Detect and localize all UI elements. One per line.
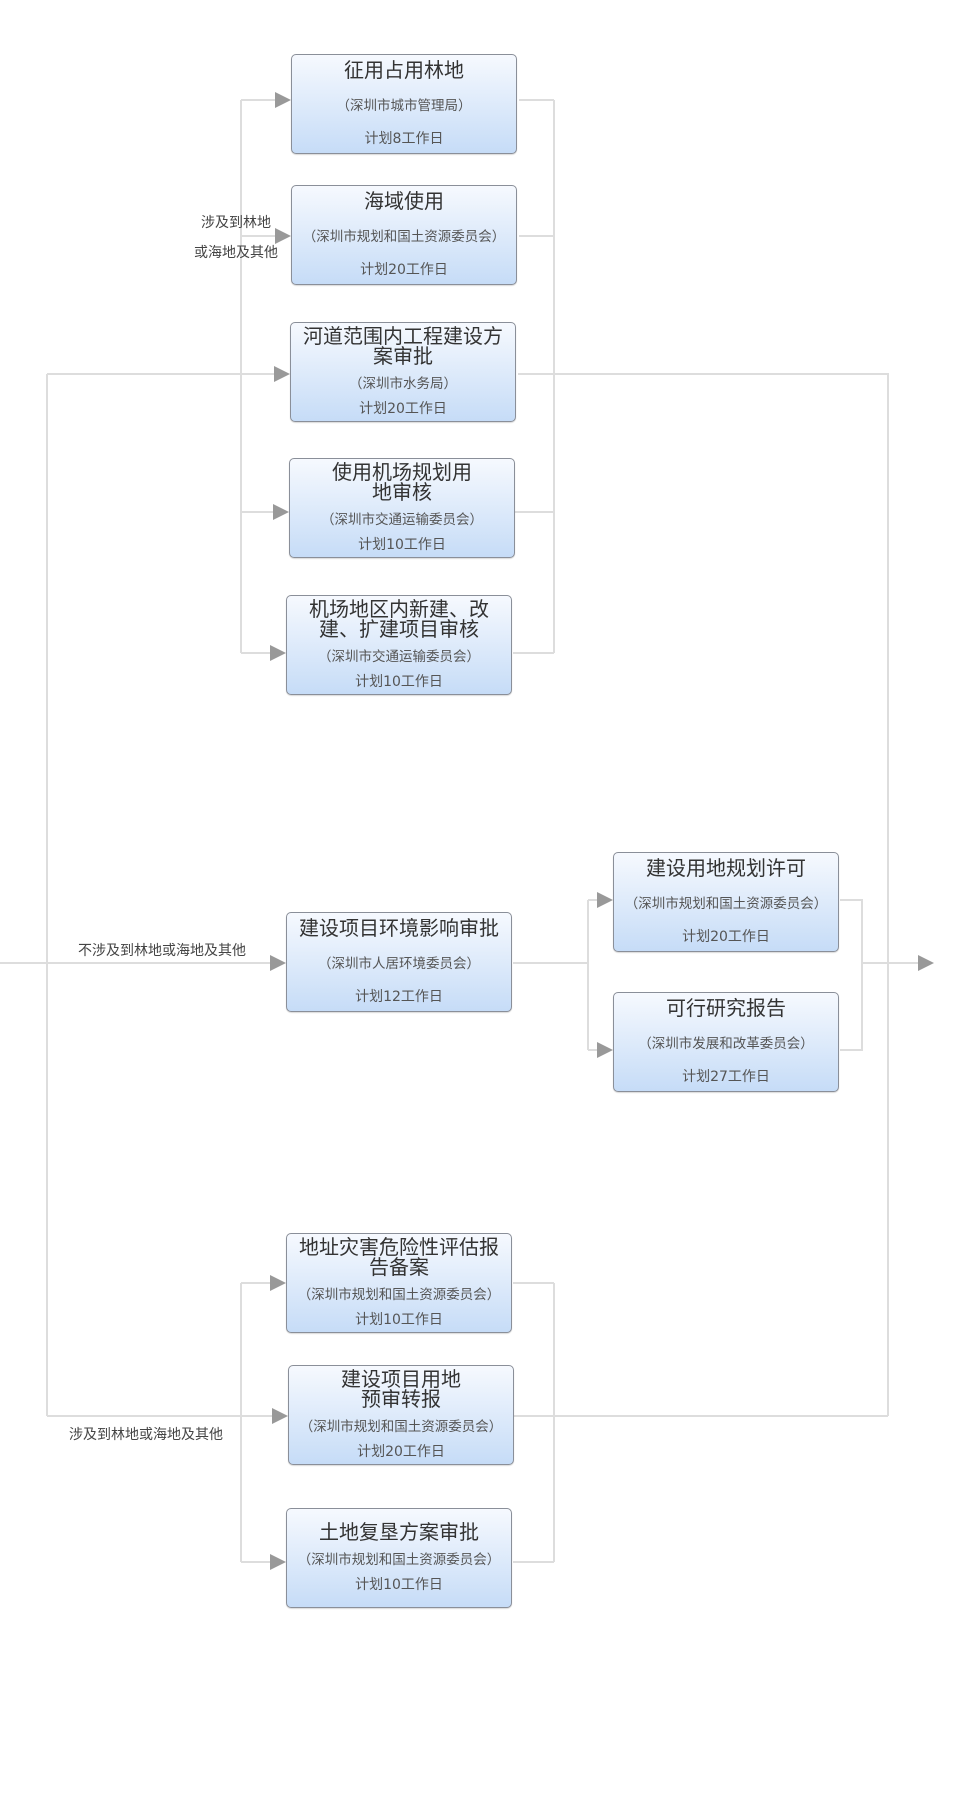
node-title: 建设项目环境影响审批	[299, 916, 499, 940]
node-land-pre-review[interactable]: 建设项目用地预审转报 （深圳市规划和国土资源委员会） 计划20工作日	[288, 1365, 514, 1465]
node-org: （深圳市规划和国土资源委员会）	[299, 1419, 503, 1435]
node-title: 海域使用	[364, 189, 444, 213]
node-days: 计划20工作日	[360, 262, 448, 278]
node-days: 计划20工作日	[359, 401, 447, 417]
node-environment-approval[interactable]: 建设项目环境影响审批 （深圳市人居环境委员会） 计划12工作日	[286, 912, 512, 1012]
node-title: 征用占用林地	[344, 58, 464, 82]
node-sea-use[interactable]: 海域使用 （深圳市规划和国土资源委员会） 计划20工作日	[291, 185, 517, 285]
node-days: 计划20工作日	[357, 1444, 445, 1460]
node-title: 土地复垦方案审批	[319, 1520, 479, 1544]
node-title: 可行研究报告	[666, 996, 786, 1020]
node-title: 建设项目用地预审转报	[341, 1367, 461, 1411]
node-title: 建设用地规划许可	[646, 856, 806, 880]
node-days: 计划20工作日	[682, 929, 770, 945]
branch-label-middle: 不涉及到林地或海地及其他	[78, 943, 246, 959]
node-days: 计划27工作日	[682, 1069, 770, 1085]
node-forest-land[interactable]: 征用占用林地 （深圳市城市管理局） 计划8工作日	[291, 54, 517, 154]
node-org: （深圳市城市管理局）	[336, 98, 472, 114]
node-land-reclamation[interactable]: 土地复垦方案审批 （深圳市规划和国土资源委员会） 计划10工作日	[286, 1508, 512, 1608]
node-days: 计划10工作日	[355, 1577, 443, 1593]
node-days: 计划12工作日	[355, 989, 443, 1005]
node-land-planning-permit[interactable]: 建设用地规划许可 （深圳市规划和国土资源委员会） 计划20工作日	[613, 852, 839, 952]
node-org: （深圳市发展和改革委员会）	[638, 1036, 814, 1052]
node-feasibility-report[interactable]: 可行研究报告 （深圳市发展和改革委员会） 计划27工作日	[613, 992, 839, 1092]
node-org: （深圳市规划和国土资源委员会）	[297, 1552, 501, 1568]
node-days: 计划10工作日	[355, 674, 443, 690]
node-org: （深圳市规划和国土资源委员会）	[302, 229, 506, 245]
node-days: 计划10工作日	[358, 537, 446, 553]
node-org: （深圳市规划和国土资源委员会）	[624, 896, 828, 912]
node-org: （深圳市人居环境委员会）	[318, 956, 480, 972]
node-river-approval[interactable]: 河道范围内工程建设方案审批 （深圳市水务局） 计划20工作日	[290, 322, 516, 422]
node-org: （深圳市交通运输委员会）	[321, 512, 483, 528]
branch-label-bottom: 涉及到林地或海地及其他	[69, 1427, 223, 1443]
node-title: 使用机场规划用地审核	[332, 460, 472, 504]
node-days: 计划8工作日	[364, 131, 444, 147]
node-org: （深圳市规划和国土资源委员会）	[297, 1287, 501, 1303]
node-org: （深圳市交通运输委员会）	[318, 649, 480, 665]
node-geohazard-assessment[interactable]: 地址灾害危险性评估报告备案 （深圳市规划和国土资源委员会） 计划10工作日	[286, 1233, 512, 1333]
node-airport-land[interactable]: 使用机场规划用地审核 （深圳市交通运输委员会） 计划10工作日	[289, 458, 515, 558]
node-title: 地址灾害危险性评估报告备案	[299, 1235, 499, 1279]
node-title: 河道范围内工程建设方案审批	[303, 324, 503, 368]
node-title: 机场地区内新建、改建、扩建项目审核	[309, 597, 489, 641]
branch-label-top-2: 或海地及其他	[194, 245, 278, 261]
node-airport-construction[interactable]: 机场地区内新建、改建、扩建项目审核 （深圳市交通运输委员会） 计划10工作日	[286, 595, 512, 695]
node-days: 计划10工作日	[355, 1312, 443, 1328]
node-org: （深圳市水务局）	[349, 376, 457, 392]
branch-label-top-1: 涉及到林地	[201, 215, 271, 231]
